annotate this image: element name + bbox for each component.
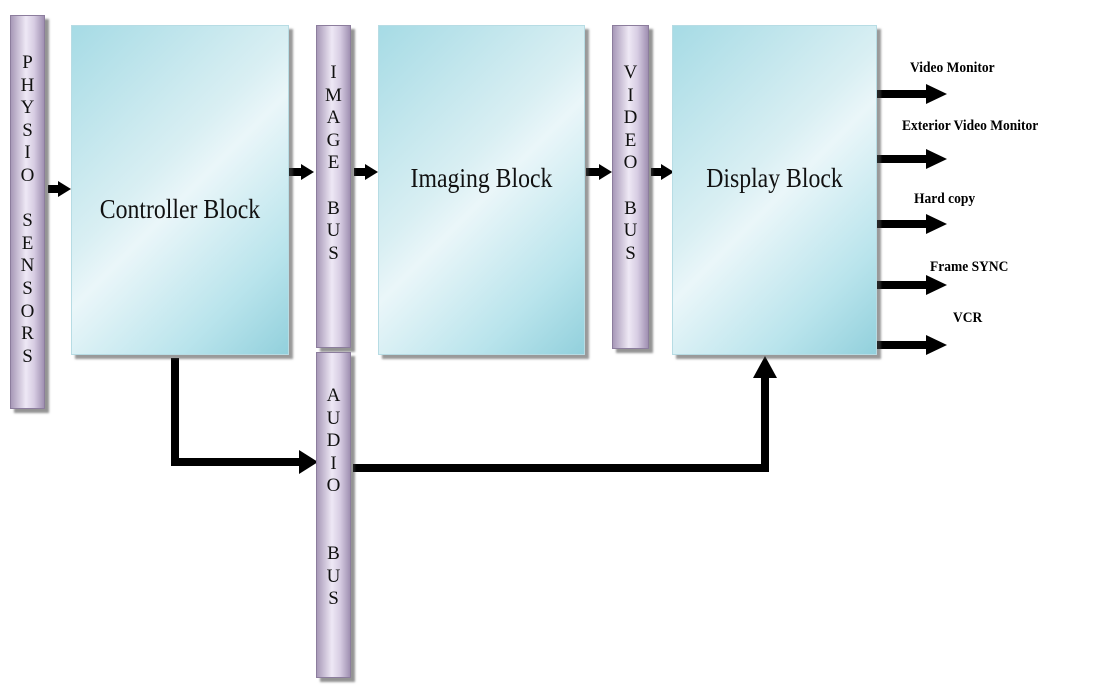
- output-label-vcr: VCR: [953, 310, 983, 326]
- display-block: Display Block: [672, 25, 877, 355]
- arrow-output-frame-sync: [877, 275, 947, 295]
- controller-block: Controller Block: [71, 25, 289, 355]
- arrow-controller-to-audio-bus: [171, 358, 318, 474]
- arrow-output-hard-copy: [877, 214, 947, 234]
- output-label-hard-copy: Hard copy: [914, 191, 976, 207]
- arrow-controller-to-image-bus: [289, 164, 314, 180]
- output-label-exterior-video-monitor: Exterior Video Monitor: [902, 118, 1039, 134]
- arrow-sensors-to-controller: [48, 181, 71, 197]
- arrow-output-video-monitor: [877, 84, 947, 104]
- image-bus-label: I M A G E B U S: [325, 62, 342, 264]
- output-label-frame-sync: Frame SYNC: [930, 259, 1009, 275]
- arrow-imaging-to-video-bus: [586, 164, 612, 180]
- imaging-block-label: Imaging Block: [410, 163, 553, 193]
- video-bus-label: V I D E O B U S: [623, 62, 638, 264]
- arrow-video-bus-to-display: [651, 164, 674, 180]
- controller-block-label: Controller Block: [99, 194, 261, 224]
- physio-sensors-label: P H Y S I O S E N S O R S: [20, 52, 35, 367]
- audio-bus: A U D I O B U S: [316, 352, 351, 678]
- output-label-video-monitor: Video Monitor: [910, 60, 995, 76]
- audio-bus-label: A U D I O B U S: [326, 385, 341, 610]
- arrow-image-bus-to-imaging: [354, 164, 378, 180]
- physio-sensors-bus: P H Y S I O S E N S O R S: [10, 15, 45, 409]
- arrow-output-vcr: [877, 335, 947, 355]
- arrow-output-exterior-video-monitor: [877, 149, 947, 169]
- arrow-audio-bus-to-display: [353, 356, 777, 472]
- imaging-block: Imaging Block: [378, 25, 585, 355]
- video-bus: V I D E O B U S: [612, 25, 649, 349]
- display-block-label: Display Block: [706, 163, 843, 193]
- image-bus: I M A G E B U S: [316, 25, 351, 348]
